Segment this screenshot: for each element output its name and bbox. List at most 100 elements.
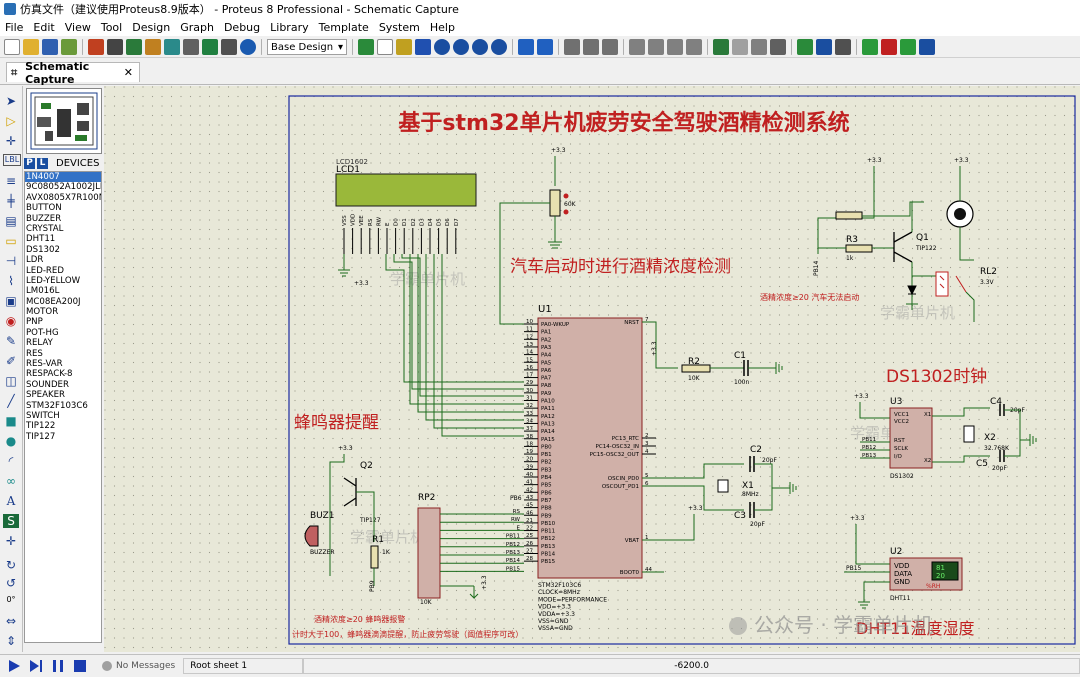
device-list-item[interactable]: TIP127: [26, 431, 56, 442]
new-sheet-icon[interactable]: [862, 38, 878, 55]
stop-icon[interactable]: [72, 659, 88, 673]
menu-view[interactable]: View: [64, 20, 91, 34]
pan-icon[interactable]: [415, 38, 431, 55]
device-list-item[interactable]: BUTTON: [26, 203, 62, 214]
tab-schematic-capture[interactable]: ⌗ Schematic Capture ✕: [6, 60, 140, 86]
device-list-item[interactable]: RES-VAR: [26, 359, 63, 370]
bus-icon[interactable]: ╪: [7, 194, 15, 208]
undo-icon[interactable]: [518, 38, 534, 55]
dht11-component[interactable]: +3.3 U2 VDD DATA GND 81 20 %RH DHT11 PB1…: [844, 515, 963, 609]
voltage-probe-icon[interactable]: ✎: [5, 334, 17, 348]
gerber-icon[interactable]: [145, 38, 161, 55]
crystal-x1[interactable]: C2 20pF X1 8MHz C3 20pF: [642, 445, 797, 528]
paste-icon[interactable]: [602, 38, 618, 55]
current-probe-icon[interactable]: ✐: [5, 354, 17, 368]
circle-tool-icon[interactable]: ●: [5, 434, 17, 448]
schematic-drawing[interactable]: 基于stm32单片机疲劳安全驾驶酒精检测系统 学霸单片机 学霸单片机 学霸单片机…: [104, 86, 1080, 652]
menu-library[interactable]: Library: [270, 20, 309, 34]
play-icon[interactable]: [6, 659, 22, 673]
device-list-item[interactable]: LED-YELLOW: [26, 275, 81, 286]
source-code-icon[interactable]: [221, 38, 237, 55]
subcircuit-icon[interactable]: ▤: [5, 214, 17, 228]
generator-icon[interactable]: ◉: [5, 314, 17, 328]
device-list-item[interactable]: STM32F103C6: [26, 400, 88, 411]
device-list-item[interactable]: RELAY: [26, 338, 53, 349]
copy-icon[interactable]: [583, 38, 599, 55]
cost-icon[interactable]: [202, 38, 218, 55]
wire-label-icon[interactable]: LBL: [3, 154, 21, 166]
pause-icon[interactable]: [50, 659, 66, 673]
symbol-tool-icon[interactable]: S: [3, 514, 19, 528]
make-device-icon[interactable]: [732, 38, 748, 55]
device-list-item[interactable]: SWITCH: [26, 410, 60, 421]
terminal-icon[interactable]: ▭: [5, 234, 17, 248]
menu-help[interactable]: Help: [429, 20, 455, 34]
menu-template[interactable]: Template: [318, 20, 369, 34]
search-tag-icon[interactable]: [816, 38, 832, 55]
zoom-area-icon[interactable]: [491, 38, 507, 55]
menu-edit[interactable]: Edit: [33, 20, 55, 34]
property-assign-icon[interactable]: [835, 38, 851, 55]
pick-device-icon[interactable]: [713, 38, 729, 55]
origin-icon[interactable]: [396, 38, 412, 55]
pcb-icon[interactable]: [126, 38, 142, 55]
menu-graph[interactable]: Graph: [180, 20, 214, 34]
menu-design[interactable]: Design: [132, 20, 171, 34]
help-icon[interactable]: [240, 38, 256, 55]
exit-parent-icon[interactable]: [900, 38, 916, 55]
box-tool-icon[interactable]: ■: [5, 414, 17, 428]
device-list-item[interactable]: DS1302: [26, 244, 60, 255]
device-list-item[interactable]: RES: [26, 348, 43, 359]
menu-tool[interactable]: Tool: [100, 20, 123, 34]
alcohol-sensor-pot[interactable]: +3.3 60K: [499, 147, 577, 325]
path-tool-icon[interactable]: ∞: [6, 474, 16, 488]
mirror-horizontal-icon[interactable]: ⇔: [5, 614, 17, 628]
new-file-icon[interactable]: [4, 38, 20, 55]
device-list-item[interactable]: LDR: [26, 255, 44, 266]
redo-icon[interactable]: [537, 38, 553, 55]
reset-circuit[interactable]: R2 10K C1 100n +3.3: [642, 321, 783, 386]
block-move-icon[interactable]: [648, 38, 664, 55]
step-icon[interactable]: [28, 659, 44, 673]
device-list-item[interactable]: SPEAKER: [26, 390, 65, 401]
device-list-item[interactable]: 9C08052A1002JLH: [26, 182, 102, 193]
device-list-item[interactable]: DHT11: [26, 234, 56, 245]
arc-tool-icon[interactable]: ◜: [8, 454, 14, 468]
report-icon[interactable]: [919, 38, 935, 55]
device-list-item[interactable]: CRYSTAL: [26, 223, 64, 234]
device-list-item[interactable]: PNP: [26, 317, 43, 328]
wire-autorouter-icon[interactable]: [797, 38, 813, 55]
zoom-all-icon[interactable]: [472, 38, 488, 55]
relay-motor-circuit[interactable]: +3.3 +3.3 R3 1k PB14 Q1 TIP122 RL2 3.3V: [813, 157, 997, 322]
schematic-icon[interactable]: [107, 38, 123, 55]
rotation-readout[interactable]: 0°: [6, 595, 16, 604]
device-list-item[interactable]: 1N4007: [25, 172, 101, 183]
schematic-canvas[interactable]: 基于stm32单片机疲劳安全驾驶酒精检测系统 学霸单片机 学霸单片机 学霸单片机…: [104, 86, 1080, 652]
block-delete-icon[interactable]: [686, 38, 702, 55]
menu-debug[interactable]: Debug: [223, 20, 261, 34]
home-icon[interactable]: [88, 38, 104, 55]
device-list-item[interactable]: MC08EA200J: [26, 296, 81, 307]
decompose-icon[interactable]: [770, 38, 786, 55]
rotate-clockwise-icon[interactable]: ↻: [5, 558, 17, 572]
virtual-instrument-icon[interactable]: ◫: [5, 374, 17, 388]
selection-mode-icon[interactable]: ➤: [5, 94, 17, 108]
import-icon[interactable]: [61, 38, 77, 55]
device-list-item[interactable]: POT-HG: [26, 327, 59, 338]
block-rotate-icon[interactable]: [667, 38, 683, 55]
zoom-out-icon[interactable]: [453, 38, 469, 55]
pick-devices-button[interactable]: P: [24, 157, 35, 169]
cut-icon[interactable]: [564, 38, 580, 55]
bom-icon[interactable]: [183, 38, 199, 55]
marker-tool-icon[interactable]: ✛: [5, 534, 17, 548]
library-manager-button[interactable]: L: [37, 157, 48, 169]
messages-status[interactable]: No Messages: [116, 661, 176, 671]
tape-recorder-icon[interactable]: ▣: [5, 294, 17, 308]
device-list-item[interactable]: LM016L: [26, 286, 60, 297]
menu-system[interactable]: System: [378, 20, 420, 34]
block-copy-icon[interactable]: [629, 38, 645, 55]
